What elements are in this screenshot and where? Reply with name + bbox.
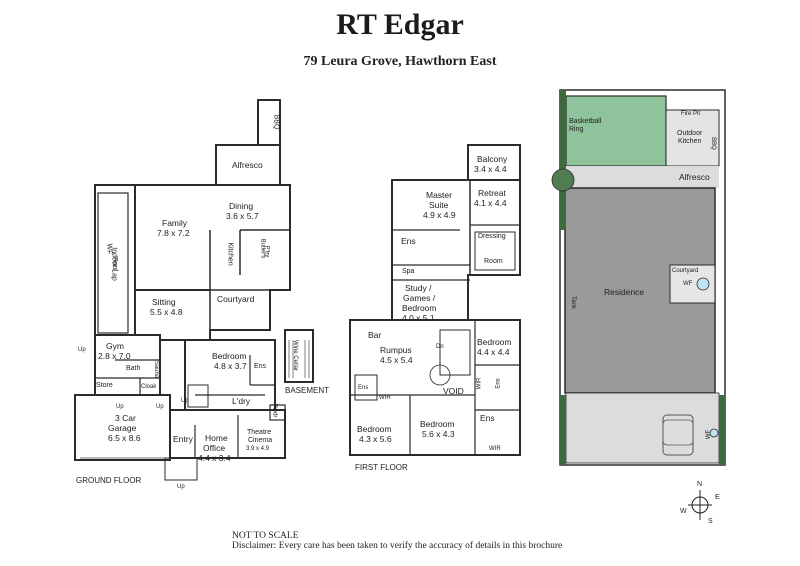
gf-cloak-label: Cloak — [141, 384, 157, 390]
gf-up-label-5: Up — [177, 484, 185, 490]
gf-garage-label-a: 3 Car — [115, 413, 136, 423]
ff-bedroom-b-label: Bedroom — [420, 419, 455, 429]
property-address: 79 Leura Grove, Hawthorn East — [303, 54, 497, 69]
ff-study-label-c: Bedroom — [402, 303, 437, 313]
gf-bedroom-label: Bedroom — [212, 351, 247, 361]
ff-bedroom-right-size: 4.4 x 4.4 — [477, 347, 510, 357]
site-basketball-label-a: Basketball — [569, 118, 602, 125]
gf-entry-label: Entry — [173, 434, 193, 444]
gf-up-label-2: Up — [116, 404, 124, 410]
gf-up-label-4: Up — [181, 398, 189, 404]
gf-garage-label-b: Garage — [108, 423, 137, 433]
site-outdoor-kitchen-label-a: Outdoor — [677, 130, 703, 137]
gf-home-office-label-a: Home — [205, 433, 228, 443]
gf-family-label: Family — [162, 218, 188, 228]
agency-logo: RT Edgar — [336, 8, 464, 41]
ff-wir-2-label: WIR — [476, 377, 483, 390]
ff-balcony-size: 3.4 x 4.4 — [474, 164, 507, 174]
gf-up-label-1: Up — [78, 347, 86, 353]
gf-sitting-label: Sitting — [152, 297, 176, 307]
basement-wine-cellar-label: Wine Cellar — [292, 339, 299, 372]
ff-bar-label: Bar — [368, 330, 382, 340]
gf-theatre-size: 3.9 x 4.9 — [246, 446, 270, 452]
ground-floor-title: GROUND FLOOR — [76, 476, 142, 485]
gf-store-label: Store — [96, 382, 113, 389]
gf-powder-label: Pwdr — [271, 403, 278, 418]
gf-dining-label: Dining — [229, 201, 254, 211]
family-block-wall — [94, 184, 291, 341]
compass-w: W — [680, 508, 687, 515]
gf-family-size: 7.8 x 7.2 — [157, 228, 190, 238]
gf-kitchen-label: Kitchen — [226, 242, 234, 266]
ff-study-label-b: Games / — [403, 293, 436, 303]
gf-pool-label-c: Pool — [111, 256, 119, 272]
ff-study-size: 4.0 x 5.1 — [402, 313, 435, 323]
site-wf-label-2: WF — [706, 429, 713, 440]
disclaimer: Disclaimer: Every care has been taken to… — [232, 541, 563, 551]
site-wf-label-1: WF — [683, 281, 693, 287]
site-bbq-label: BBQ — [709, 137, 716, 150]
gf-sitting-size: 5.5 x 4.8 — [150, 307, 183, 317]
gf-laundry-label: L'dry — [232, 396, 251, 406]
ff-ensuite-2-label: Ens — [358, 385, 369, 391]
gf-gym-label: Gym — [106, 341, 124, 351]
ff-study-label-a: Study / — [405, 283, 432, 293]
ff-retreat-size: 4.1 x 4.4 — [474, 198, 507, 208]
site-alfresco-label: Alfresco — [679, 172, 710, 182]
gf-up-label-3: Up — [156, 404, 164, 410]
ff-ensuite-3-label: Ens — [495, 378, 502, 389]
ff-wir-3-label: WIR — [489, 446, 501, 452]
ff-bedroom-b-size: 5.6 x 4.3 — [422, 429, 455, 439]
gf-gym-size: 2.8 x 7.0 — [98, 351, 131, 361]
ff-ensuite-4-label: Ens — [480, 413, 495, 423]
gf-bbq-label: BBQ — [272, 114, 280, 130]
ff-spa-label: Spa — [402, 268, 415, 275]
ff-master-label-b: Suite — [429, 200, 449, 210]
gf-courtyard-label: Courtyard — [217, 294, 255, 304]
ff-dressing-label-a: Dressing — [478, 233, 506, 240]
site-outdoor-kitchen-label-b: Kitchen — [678, 138, 702, 145]
gf-theatre-label-a: Theatre — [247, 429, 272, 436]
ff-down-label: Dn — [436, 344, 444, 350]
compass-e: E — [715, 494, 720, 501]
site-basketball-label-b: Ring — [569, 126, 584, 133]
ff-balcony-label: Balcony — [477, 154, 508, 164]
first-floor-title: FIRST FLOOR — [355, 463, 408, 472]
gf-alfresco-label: Alfresco — [232, 160, 263, 170]
basement-title: BASEMENT — [285, 386, 330, 395]
site-residence-label: Residence — [604, 287, 645, 297]
gf-bath-label: Bath — [126, 365, 141, 372]
gf-sauna-label: Sauna — [153, 360, 160, 379]
ff-bedroom-right-label: Bedroom — [477, 337, 512, 347]
compass-s: S — [708, 518, 713, 525]
gf-dining-size: 3.6 x 5.7 — [226, 211, 259, 221]
gf-home-office-label-b: Office — [203, 443, 226, 453]
gf-pantry-label: P'try — [263, 245, 270, 258]
site-tank-label: Tank — [569, 296, 576, 309]
ff-master-label-a: Master — [426, 190, 452, 200]
ff-dressing-label-b: Room — [484, 258, 503, 265]
gf-garage-size: 6.5 x 8.6 — [108, 433, 141, 443]
gf-theatre-label-b: Cinema — [248, 437, 273, 444]
ff-bedroom-a-label: Bedroom — [357, 424, 392, 434]
not-to-scale-note: NOT TO SCALE — [232, 531, 299, 541]
gf-home-office-size: 4.4 x 3.4 — [198, 453, 231, 463]
ff-wir-1-label: WIR — [379, 395, 391, 401]
ff-retreat-label: Retreat — [478, 188, 506, 198]
ff-void-label: VOID — [443, 386, 464, 396]
ff-rumpus-label: Rumpus — [380, 345, 412, 355]
compass-n: N — [697, 481, 703, 488]
site-fire-pit-label: Fire Pit — [681, 111, 701, 117]
ff-rumpus-size: 4.5 x 5.4 — [380, 355, 413, 365]
site-courtyard-label: Courtyard — [672, 268, 699, 274]
gf-ens-label: Ens — [254, 363, 267, 370]
ff-ensuite-1-label: Ens — [401, 236, 416, 246]
ff-bedroom-a-size: 4.3 x 5.6 — [359, 434, 392, 444]
gf-bedroom-size: 4.8 x 3.7 — [214, 361, 247, 371]
ff-master-size: 4.9 x 4.9 — [423, 210, 456, 220]
